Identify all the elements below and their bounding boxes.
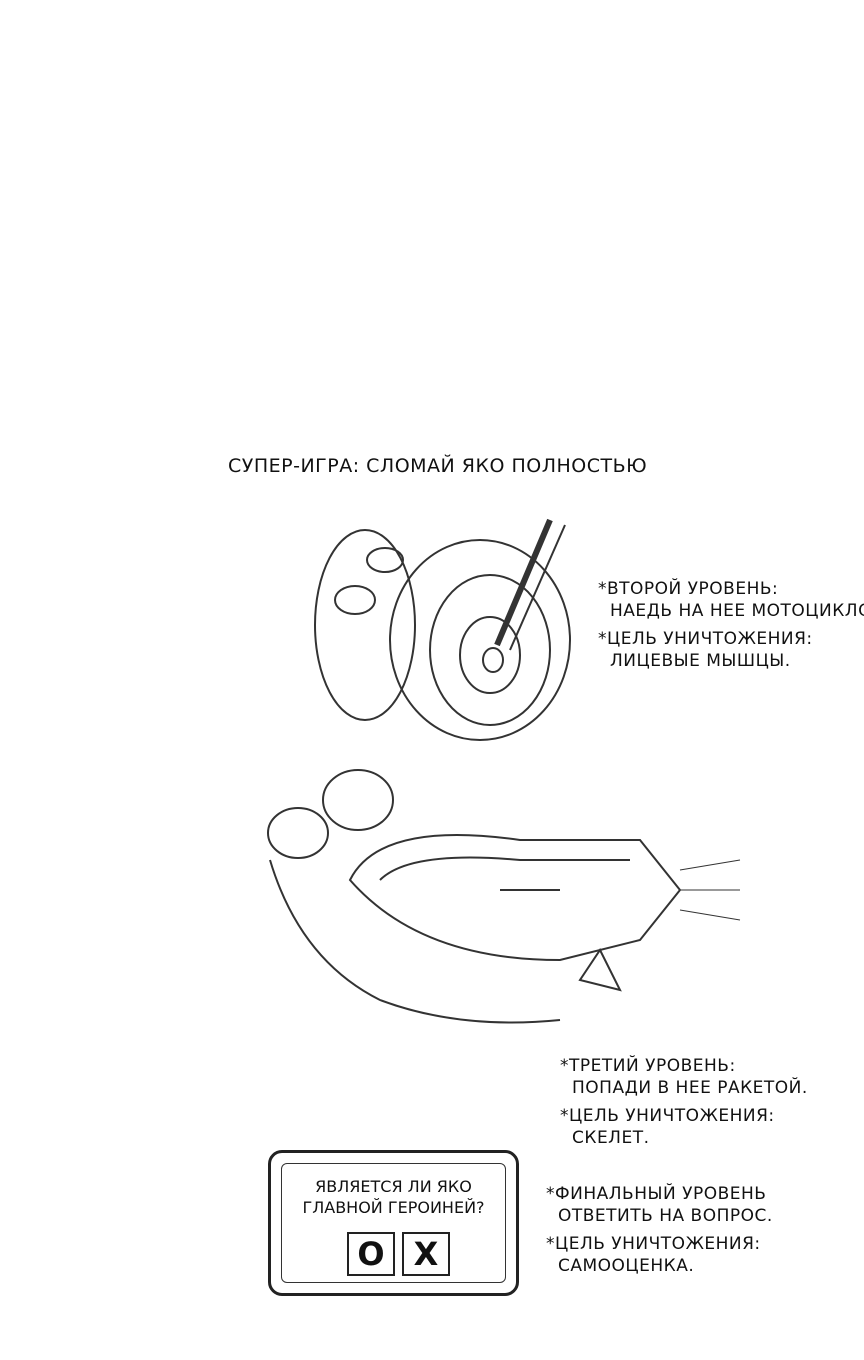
page-title: Супер-игра: сломай Яко полностью (228, 455, 648, 477)
quiz-panel: Является ли Яко главной героиней? O X (268, 1150, 519, 1296)
no-button[interactable]: X (402, 1232, 450, 1276)
level-task: наедь на нее мотоциклом. (610, 601, 864, 621)
level-task: ответить на вопрос. (558, 1206, 773, 1226)
target-label: Цель уничтожения: (555, 1234, 761, 1254)
target-value: скелет. (572, 1128, 650, 1148)
bullet-mark: * (546, 1234, 555, 1254)
level-name: Финальный уровень (555, 1184, 767, 1204)
quiz-question: Является ли Яко главной героиней? (282, 1176, 505, 1218)
bullet-mark: * (598, 629, 607, 649)
level-3-caption: *Третий уровень: попади в нее ракетой. *… (560, 1055, 808, 1149)
level-task: попади в нее ракетой. (572, 1078, 808, 1098)
target-label: Цель уничтожения: (607, 629, 813, 649)
yes-button[interactable]: O (347, 1232, 395, 1276)
target-value: лицевые мышцы. (610, 651, 791, 671)
bullet-mark: * (560, 1056, 569, 1076)
level-2-caption: *Второй уровень: наедь на нее мотоциклом… (598, 578, 864, 672)
bullet-mark: * (598, 579, 607, 599)
final-level-caption: *Финальный уровень ответить на вопрос. *… (546, 1183, 773, 1277)
level-name: Второй уровень: (607, 579, 779, 599)
bullet-mark: * (546, 1184, 555, 1204)
target-value: самооценка. (558, 1256, 695, 1276)
question-line-2: главной героиней? (302, 1198, 485, 1217)
target-label: Цель уничтожения: (569, 1106, 775, 1126)
question-line-1: Является ли Яко (315, 1177, 472, 1196)
bullet-mark: * (560, 1106, 569, 1126)
rocket-sketch (267, 769, 741, 1024)
quiz-panel-inner: Является ли Яко главной героиней? O X (281, 1163, 506, 1283)
motorcycle-wheel-sketch (314, 518, 571, 741)
level-name: Третий уровень: (569, 1056, 736, 1076)
